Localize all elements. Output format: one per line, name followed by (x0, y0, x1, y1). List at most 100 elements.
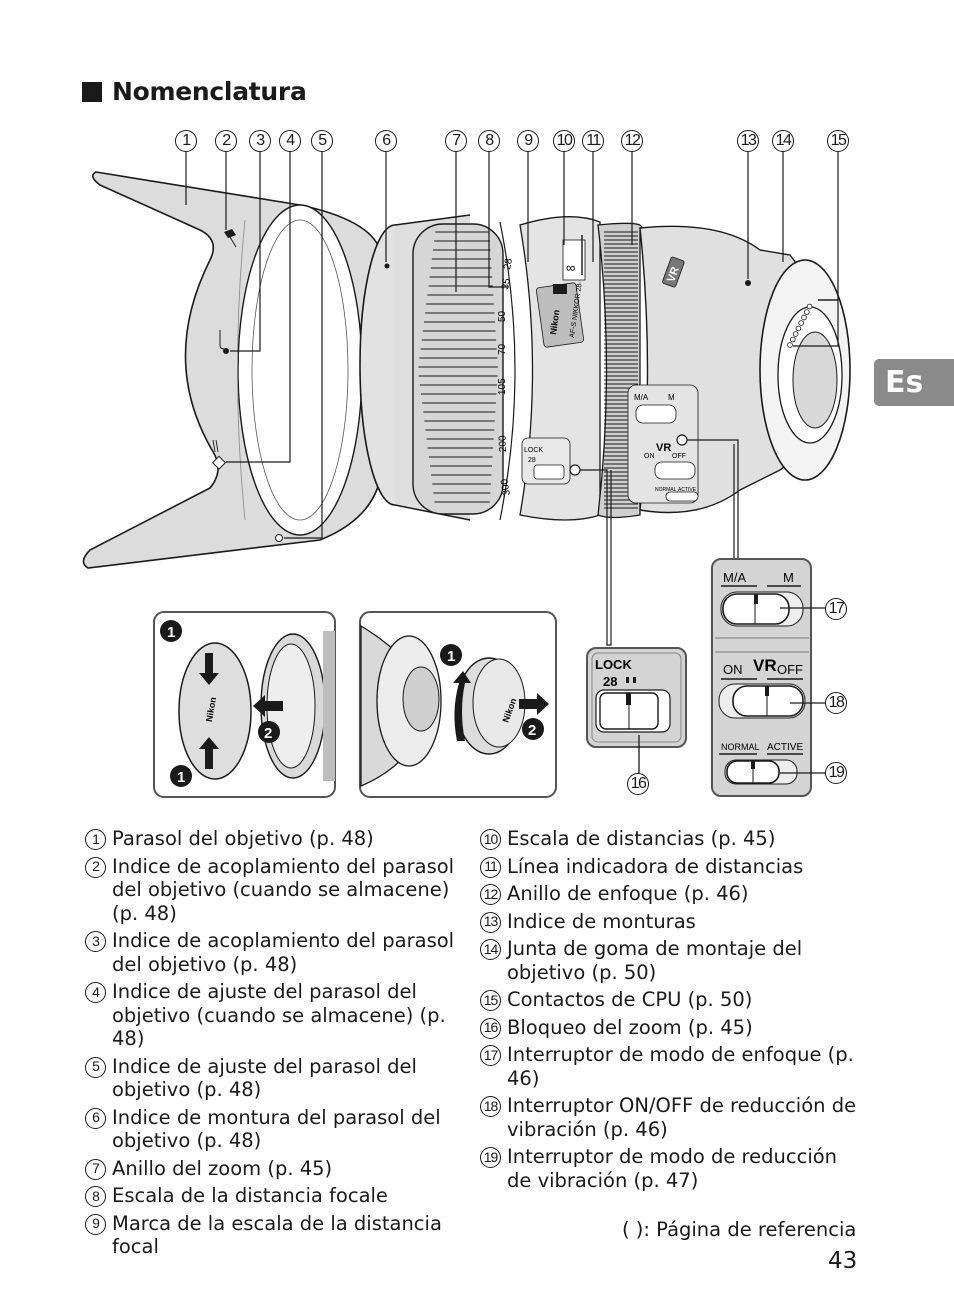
callout-4: 4 (279, 130, 301, 152)
hood-storage-bayonet-index (224, 229, 236, 238)
lens-diagram: 28 35 50 70 105 200 300 Nikon AF-S NIKKO… (82, 152, 851, 646)
press-arrow-icon (199, 737, 219, 769)
barrel-active-label: ACTIVE (678, 487, 697, 493)
callout-2: 2 (215, 130, 237, 152)
callout-3: 3 (249, 130, 271, 152)
cpu-contact (787, 342, 793, 348)
remove-arrow-icon (253, 695, 283, 717)
language-tab-label: Es (885, 365, 924, 400)
svg-text:2: 2 (264, 725, 272, 742)
lens-brand-text: Nikon (548, 309, 561, 335)
vr-mode-active-label: ACTIVE (767, 742, 803, 753)
barrel-lock-label: LOCK (524, 447, 543, 454)
callout-18: 18 (825, 692, 847, 714)
mounting-index (745, 280, 751, 286)
callout-1: 1 (175, 130, 197, 152)
focal-scale-label: 105 (497, 378, 508, 395)
vr-title-label: VR (753, 656, 777, 675)
callout-8: 8 (478, 130, 500, 152)
switch-panel-detail: M/A M VR ON OFF NORMAL ACTIVE (711, 558, 812, 797)
cpu-contact (798, 320, 804, 326)
svg-text:1: 1 (167, 624, 175, 641)
section-title: Nomenclatura (82, 77, 307, 106)
lens-hood-mount-index (384, 263, 390, 269)
focus-mode-ma-label: M/A (723, 570, 746, 585)
cpu-contact (803, 309, 810, 315)
distance-scale-symbol: ∞ (566, 260, 575, 275)
callout-16: 16 (627, 773, 649, 795)
lens-hood (82, 171, 381, 569)
zoom-lock-28-label: 28 (603, 674, 617, 689)
front-cap-brand: Nikon (204, 696, 218, 722)
rotate-arrow-icon (453, 671, 471, 741)
focal-scale-label: 35 (500, 277, 513, 290)
cpu-contact (789, 336, 796, 343)
step-badge (522, 718, 544, 740)
hood-storage-mounting-index (211, 455, 227, 470)
zoom-lock-detail: LOCK 28 (586, 647, 687, 748)
focal-scale-label: 200 (497, 435, 509, 452)
front-cap-panel: Nikon 1 2 1 (153, 611, 336, 798)
callout-13: 13 (737, 130, 759, 152)
front-lens-cap (178, 642, 252, 780)
focal-scale-label: 300 (499, 478, 513, 497)
barrel-on-label: ON (644, 453, 655, 460)
step-badge (440, 644, 462, 666)
page-number: 43 (828, 1248, 858, 1274)
svg-text:1: 1 (177, 769, 185, 786)
barrel-lock-28: 28 (528, 457, 536, 464)
zoom-lock-label: LOCK (595, 657, 632, 672)
cpu-contact (795, 325, 802, 332)
zoom-ring (412, 223, 504, 515)
language-tab[interactable]: Es (874, 359, 954, 406)
hood-mounting-index (275, 534, 283, 542)
barrel-vr-label: VR (656, 442, 671, 454)
cpu-contact (801, 314, 807, 321)
focal-scale-label: 70 (497, 343, 508, 355)
focus-mode-m-label: M (783, 570, 794, 585)
focal-scale-label: 50 (497, 310, 508, 322)
title-square-marker (82, 81, 102, 102)
barrel-off-label: OFF (672, 453, 686, 460)
svg-text:1: 1 (447, 648, 455, 665)
cpu-contact (806, 303, 813, 310)
vr-off-label: OFF (777, 662, 803, 677)
rear-cap-panel: Nikon 1 2 (359, 611, 557, 798)
callout-11: 11 (582, 130, 604, 152)
callout-15: 15 (827, 130, 849, 152)
vr-on-label: ON (723, 662, 743, 677)
step-badge (258, 721, 280, 743)
vr-mode-normal-label: NORMAL (721, 742, 760, 752)
callout-7: 7 (445, 130, 467, 152)
press-arrow-icon (199, 653, 219, 685)
callout-leaders (185, 152, 839, 646)
distance-window (562, 239, 586, 281)
step-badge (170, 765, 192, 787)
cpu-contact (792, 331, 799, 337)
callout-10: 10 (553, 130, 575, 152)
hood-bayonet-index (223, 348, 229, 354)
section-title-text: Nomenclatura (112, 77, 307, 106)
callout-6: 6 (375, 130, 397, 152)
lens-barrel: 28 35 50 70 105 200 300 Nikon AF-S NIKKO… (359, 214, 851, 521)
callout-12: 12 (621, 130, 643, 152)
